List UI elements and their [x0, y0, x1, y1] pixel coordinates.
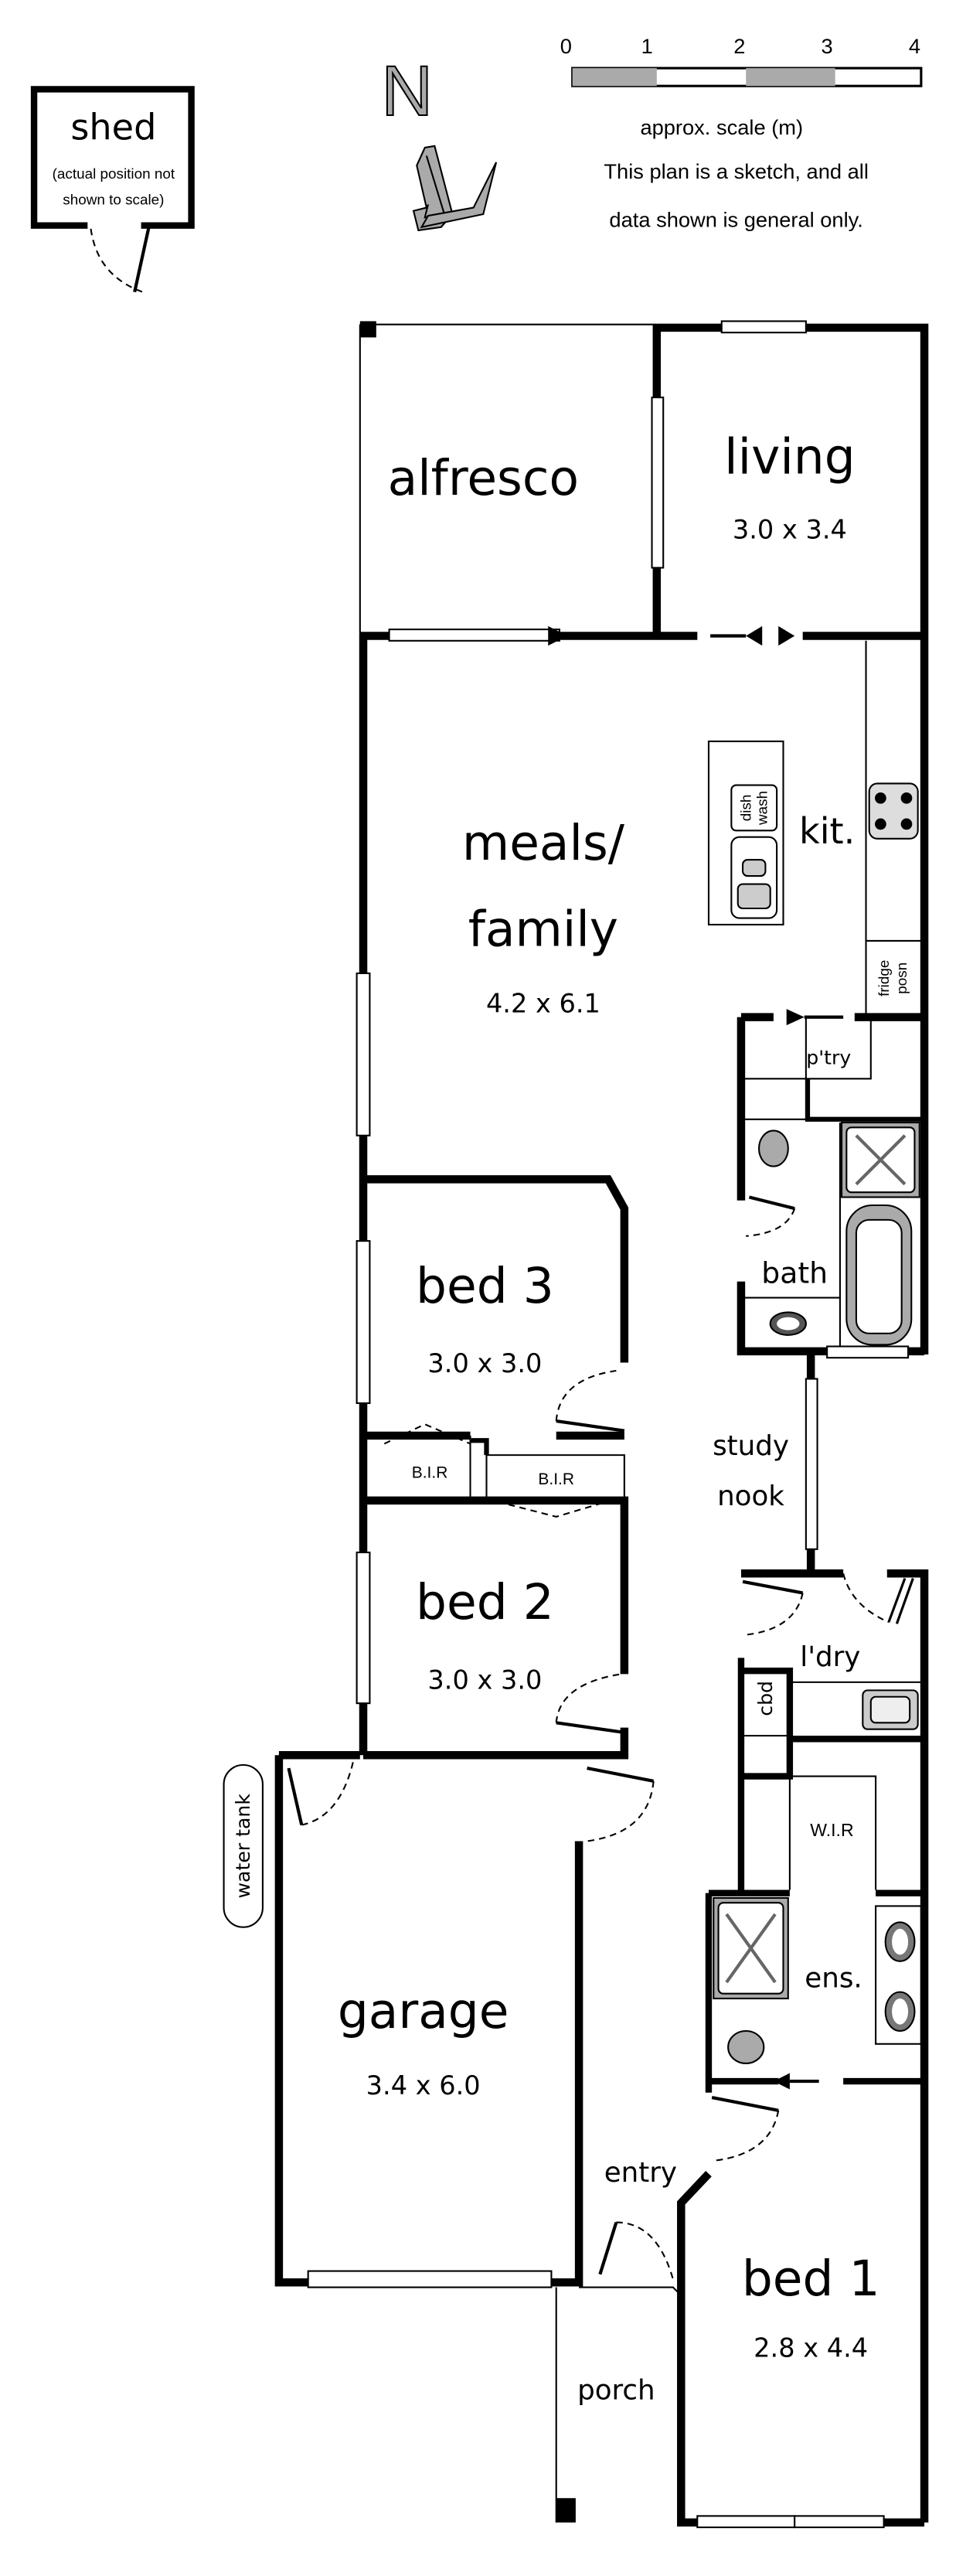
living-dims: 3.0 x 3.4: [733, 515, 847, 545]
ensuite-label: ens.: [805, 1962, 862, 1994]
disclaimer-line1: This plan is a sketch, and all: [604, 159, 869, 183]
shed: shed (actual position not shown to scale…: [30, 86, 195, 293]
walls: [223, 320, 929, 2529]
bed3-label: bed 3: [416, 1258, 554, 1314]
alfresco-label: alfresco: [388, 450, 579, 506]
pantry-label: p'try: [806, 1046, 851, 1068]
meals-label-line1: meals/: [462, 815, 625, 871]
bir1-label: B.I.R: [412, 1463, 448, 1481]
north-arrow-icon: N: [380, 49, 498, 232]
compass-letter: N: [381, 50, 433, 131]
bath-label: bath: [761, 1256, 828, 1290]
bed1-dims: 2.8 x 4.4: [754, 2333, 868, 2363]
water-tank-label: water tank: [232, 1794, 254, 1899]
bed1-label: bed 1: [742, 2251, 880, 2307]
wir-label: W.I.R: [810, 1820, 853, 1840]
study-label-line2: nook: [717, 1481, 784, 1512]
scale-tick-1: 1: [641, 34, 653, 58]
dishwasher-line1: dish: [739, 795, 755, 822]
shed-note-line1: (actual position not: [53, 166, 175, 182]
garage-dims: 3.4 x 6.0: [366, 2070, 481, 2101]
scale-caption: approx. scale (m): [640, 115, 803, 139]
bed2-dims: 3.0 x 3.0: [427, 1665, 542, 1695]
shed-note-line2: shown to scale): [63, 192, 164, 208]
room-labels: alfresco living 3.0 x 3.4 meals/ family …: [232, 429, 910, 2407]
bed3-dims: 3.0 x 3.0: [427, 1348, 542, 1378]
garage-label: garage: [338, 1983, 509, 2039]
fridge-line2: posn: [894, 963, 910, 994]
scale-bar: 0 1 2 3 4 approx. scale (m) This plan is…: [560, 34, 923, 232]
disclaimer-line2: data shown is general only.: [609, 208, 862, 232]
scale-tick-0: 0: [560, 34, 572, 58]
fridge-line1: fridge: [876, 960, 893, 997]
scale-tick-3: 3: [822, 34, 833, 58]
kitchen-label: kit.: [799, 810, 855, 852]
dishwasher-line2: wash: [755, 791, 771, 826]
cupboard-label: cbd: [754, 1681, 777, 1716]
shed-label: shed: [70, 106, 156, 148]
laundry-label: l'dry: [800, 1641, 860, 1673]
scale-tick-4: 4: [909, 34, 920, 58]
cooktop-icon: [868, 782, 919, 840]
scale-tick-2: 2: [733, 34, 745, 58]
entry-label: entry: [604, 2157, 677, 2189]
meals-dims: 4.2 x 6.1: [486, 988, 600, 1018]
meals-label-line2: family: [468, 901, 618, 957]
bir2-label: B.I.R: [538, 1470, 574, 1488]
study-label-line1: study: [713, 1430, 789, 1462]
living-label: living: [724, 429, 856, 486]
bed2-label: bed 2: [416, 1574, 554, 1630]
porch-label: porch: [577, 2374, 655, 2406]
